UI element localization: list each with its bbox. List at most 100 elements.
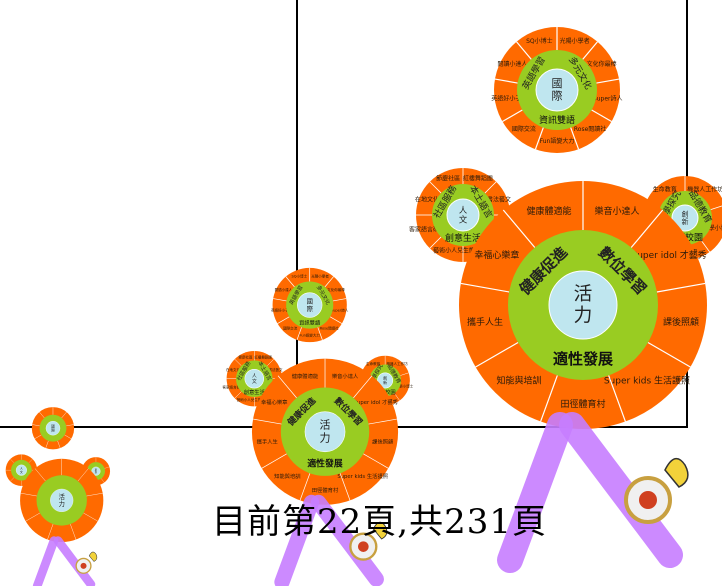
- segment-label: 攜手人生: [257, 437, 279, 445]
- ring-label: 創意生活: [445, 232, 481, 244]
- segment-label: 科學小博士: [396, 384, 414, 389]
- segment-label: 紅樓舞蹈團: [254, 354, 272, 359]
- segment-divider: [10, 458, 15, 463]
- segment-label: 藝術小人兒: [433, 247, 463, 255]
- center-hub: [304, 411, 346, 453]
- segment-divider: [332, 298, 347, 302]
- ribbon-right: [559, 412, 683, 568]
- segment-divider: [61, 411, 67, 419]
- segment-divider: [317, 327, 323, 341]
- hub-label: 新: [682, 217, 689, 226]
- segment-label: 光陽小學者: [311, 274, 329, 279]
- segment-label: 攜手人生: [467, 316, 503, 328]
- segment-label: 機器人工作坊: [687, 186, 722, 194]
- right-hub: [91, 466, 101, 476]
- segment-divider: [252, 418, 282, 425]
- segment-divider: [34, 434, 42, 439]
- segment-divider: [502, 209, 536, 248]
- top-circle: 光陽小學者文化你最棒Super詩人Rose閱讀社Fun語變大力國際交流英語好小子…: [491, 27, 623, 153]
- segment-label: Super kids 生活護照: [604, 375, 690, 387]
- segment-divider: [47, 523, 54, 540]
- top-hub: [297, 292, 323, 318]
- segment-divider: [261, 453, 287, 469]
- segment-label: 國際交流: [512, 125, 536, 133]
- bird-icon: [664, 457, 689, 488]
- segment-divider: [630, 209, 664, 248]
- ring-label: 創意生活: [244, 388, 266, 396]
- segment-divider: [39, 411, 45, 419]
- left-hub: [446, 198, 480, 232]
- segment-divider: [475, 341, 519, 368]
- segment-divider: [25, 512, 41, 522]
- emblem-center: [358, 541, 369, 552]
- segment-label: 紅樓舞蹈團: [463, 174, 493, 182]
- segment-divider: [57, 440, 61, 449]
- segment-divider: [234, 358, 242, 366]
- top-circle: 光陽小學者文化你最棒Super詩人Rose閱讀社Fun語變大力國際交流英語好小子…: [271, 267, 349, 343]
- hub-label: 人: [252, 374, 257, 380]
- segment-label: Fun語變大力: [540, 137, 575, 145]
- segment-divider: [656, 282, 706, 293]
- center-circle: 活力: [20, 458, 104, 543]
- hub-label: 創: [682, 209, 689, 218]
- ribbon-left: [32, 536, 59, 586]
- segment-label: 幸福心樂章: [474, 249, 519, 261]
- segment-label: 生命教育: [653, 186, 677, 194]
- hub-label: 活: [320, 419, 331, 432]
- segment-label: 知能與培訓: [274, 472, 301, 480]
- segment-label: 客家語言研習: [223, 384, 245, 389]
- segment-label: Super kids 生活護照: [337, 472, 388, 480]
- segment-divider: [28, 458, 33, 463]
- segment-divider: [83, 512, 98, 522]
- segment-divider: [353, 375, 373, 399]
- center-hub: [50, 488, 74, 512]
- segment-label: Rose閱讀社: [574, 125, 606, 133]
- ribbon-right: [53, 536, 96, 586]
- segment-label: 國際交流: [283, 325, 298, 330]
- hub-label: 人: [20, 467, 23, 471]
- segment-divider: [394, 393, 400, 401]
- ribbon-right: [310, 494, 384, 586]
- main-curriculum-diagram: 光陽小學者文化你最棒Super詩人Rose閱讀社Fun語變大力國際交流英語好小子…: [409, 27, 722, 573]
- segment-label: 節慶社區: [436, 174, 460, 182]
- preview-curriculum-diagram: 光陽小學者文化你最棒Super詩人Rose閱讀社Fun語變大力國際交流英語好小子…: [223, 267, 414, 586]
- segment-label: 文化你最棒: [327, 287, 345, 292]
- segment-divider: [540, 375, 558, 422]
- segment-label: 書法藝文: [268, 367, 283, 372]
- segment-label: 樂音小達人: [595, 205, 640, 217]
- segment-label: 客家語言研習: [409, 225, 445, 233]
- segment-label: 閱讀小達人: [497, 60, 527, 68]
- segment-label: 書法藝文: [487, 196, 511, 204]
- ribbon-figure: [32, 536, 98, 586]
- segment-divider: [582, 41, 598, 60]
- bird-icon: [372, 521, 388, 540]
- ribbon-figure: [274, 494, 388, 586]
- thumbnail-curriculum-diagram: 國際人文創新活力: [5, 407, 111, 586]
- ribbon-figure: [497, 412, 689, 573]
- segment-divider: [647, 341, 691, 368]
- segment-label: Rose閱讀社: [320, 325, 339, 330]
- segment-divider: [363, 453, 389, 469]
- segment-label: Super詩人: [331, 307, 349, 312]
- segment-label: 田徑體育村: [560, 398, 605, 410]
- segment-label: Super idol 才藝秀: [354, 398, 399, 406]
- segment-divider: [32, 424, 40, 427]
- segment-label: 健康體適能: [292, 372, 319, 380]
- segment-label: 在地文化: [415, 196, 439, 204]
- segment-label: 光陽小學者: [560, 37, 590, 45]
- segment-label: 田徑體育村: [312, 486, 339, 494]
- segment-divider: [368, 418, 398, 425]
- segment-divider: [460, 282, 510, 293]
- hub-label: 活: [59, 492, 65, 501]
- hub-label: 力: [574, 306, 593, 327]
- hub-label: 新: [383, 379, 387, 385]
- hub-label: 力: [320, 431, 331, 444]
- segment-divider: [516, 41, 532, 60]
- segment-divider: [324, 276, 334, 288]
- segment-label: SQ小博士: [526, 37, 553, 45]
- segment-divider: [400, 372, 409, 376]
- segment-label: Super詩人: [593, 94, 623, 102]
- hub-label: 人: [459, 205, 468, 215]
